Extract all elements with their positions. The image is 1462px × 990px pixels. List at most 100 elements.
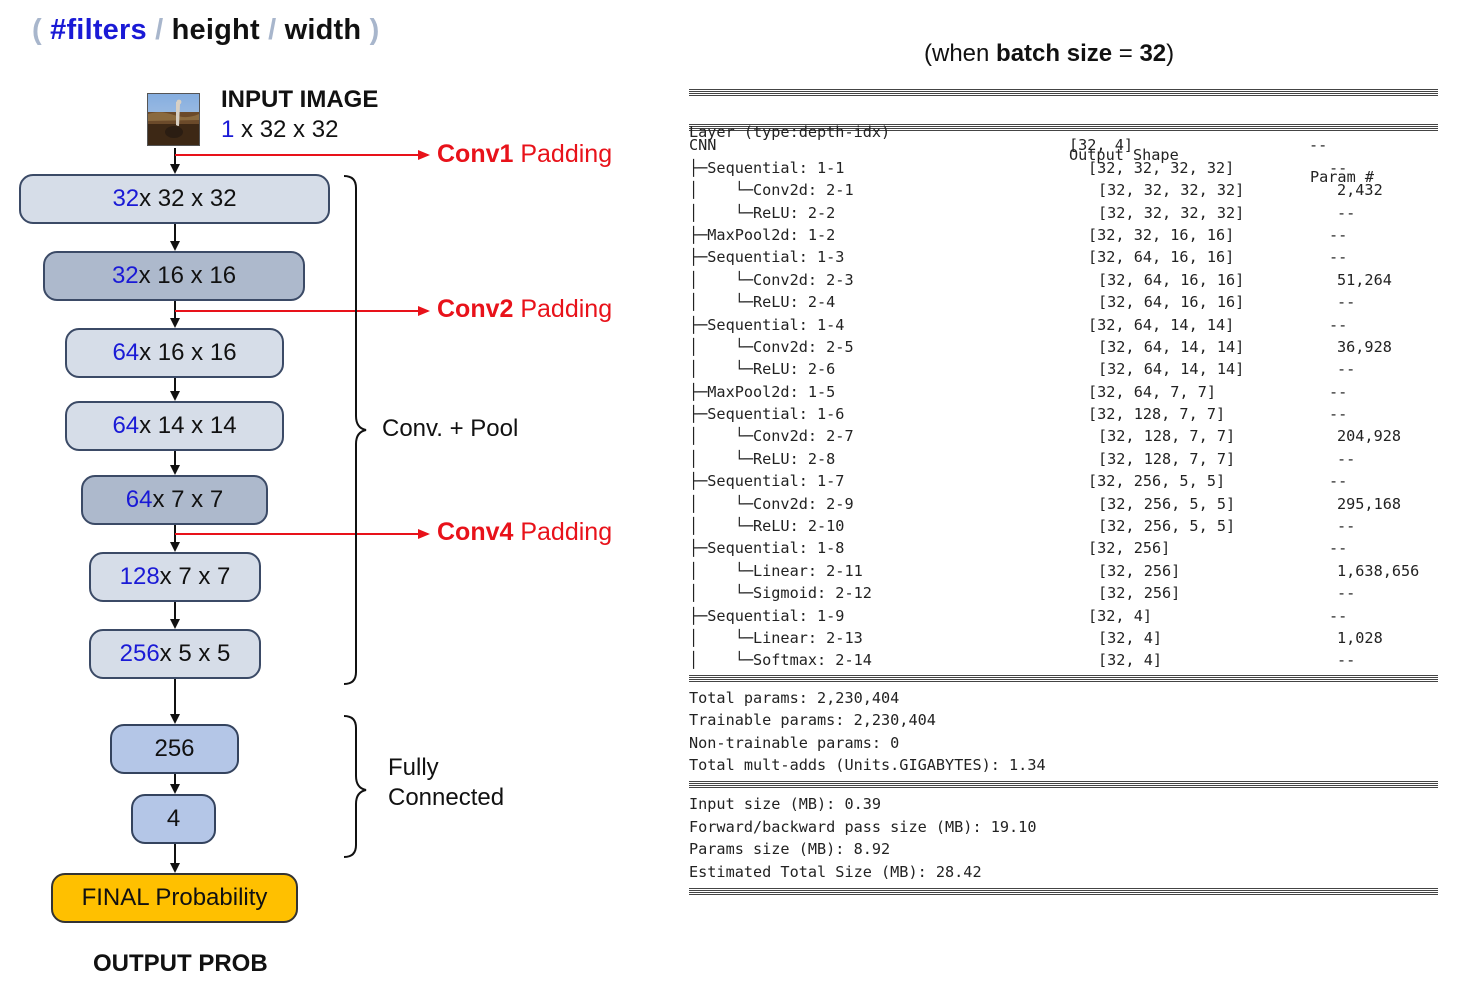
non-trainable-params: Non-trainable params: 0 xyxy=(689,733,900,752)
summary-row: ├─Sequential: 1-1[32, 32, 32, 32]-- xyxy=(689,157,1438,179)
summary-row: │ └─Conv2d: 2-5[32, 64, 14, 14]36,928 xyxy=(689,336,1438,358)
trainable-params: Trainable params: 2,230,404 xyxy=(689,711,936,730)
layer-box-conv1-output: 32 x 32 x 32 xyxy=(19,174,330,224)
summary-row: │ └─Conv2d: 2-3[32, 64, 16, 16]51,264 xyxy=(689,269,1438,291)
input-image-thumbnail xyxy=(147,93,200,146)
input-image-shape: 1 x 32 x 32 xyxy=(221,116,338,144)
summary-row: │ └─Conv2d: 2-9[32, 256, 5, 5]295,168 xyxy=(689,493,1438,515)
row-output-shape: [32, 32, 32, 32] xyxy=(1098,181,1245,200)
summary-totals: Total params: 2,230,404 Trainable params… xyxy=(689,685,1438,779)
row-output-shape: [32, 4] xyxy=(1069,136,1134,155)
batch-size-value: 32 xyxy=(1139,40,1167,67)
row-output-shape: [32, 64, 16, 16] xyxy=(1098,293,1245,312)
summary-row: ├─MaxPool2d: 1-5[32, 64, 7, 7]-- xyxy=(689,381,1438,403)
row-layer-name: ├─Sequential: 1-3 xyxy=(689,248,845,267)
row-param-count: 1,638,656 xyxy=(1337,561,1420,580)
row-output-shape: [32, 256, 5, 5] xyxy=(1098,494,1236,513)
dimension-legend: ( #filters / height / width ) xyxy=(32,14,379,47)
conv2-padding-label: Conv2 Padding xyxy=(437,295,612,324)
output-prob-label: OUTPUT PROB xyxy=(93,950,268,977)
summary-row: │ └─ReLU: 2-2[32, 32, 32, 32]-- xyxy=(689,202,1438,224)
row-layer-name: │ └─Linear: 2-13 xyxy=(689,628,863,647)
conv-tag: Padding xyxy=(513,295,613,323)
row-param-count: -- xyxy=(1337,360,1356,379)
row-param-count: -- xyxy=(1309,136,1328,155)
estimated-total-size: Estimated Total Size (MB): 28.42 xyxy=(689,862,982,881)
summary-sizes: Input size (MB): 0.39 Forward/backward p… xyxy=(689,791,1438,885)
summary-rule xyxy=(689,124,1438,132)
row-layer-name: ├─Sequential: 1-9 xyxy=(689,606,845,625)
row-output-shape: [32, 256] xyxy=(1098,584,1181,603)
row-param-count: -- xyxy=(1337,203,1356,222)
row-output-shape: [32, 32, 16, 16] xyxy=(1088,225,1235,244)
legend-slash: / xyxy=(155,14,164,46)
summary-rows: CNN[32, 4]--├─Sequential: 1-1[32, 32, 32… xyxy=(689,134,1438,671)
row-output-shape: [32, 128, 7, 7] xyxy=(1088,405,1226,424)
row-layer-name: │ └─ReLU: 2-10 xyxy=(689,517,845,536)
row-param-count: -- xyxy=(1337,293,1356,312)
conv-tag: Padding xyxy=(513,140,613,168)
summary-row: │ └─ReLU: 2-10 [32, 256, 5, 5] -- xyxy=(689,515,1438,537)
row-layer-name: ├─MaxPool2d: 1-2 xyxy=(689,225,836,244)
batch-size-label: batch size xyxy=(996,40,1113,67)
row-param-count: 36,928 xyxy=(1337,337,1392,356)
box-filters: 256 xyxy=(119,640,160,667)
params-size: Params size (MB): 8.92 xyxy=(689,840,891,859)
row-output-shape: [32, 4] xyxy=(1088,606,1153,625)
row-output-shape: [32, 256, 5, 5] xyxy=(1098,517,1236,536)
total-mult-adds: Total mult-adds (Units.GIGABYTES): 1.34 xyxy=(689,755,1046,774)
input-size: Input size (MB): 0.39 xyxy=(689,795,882,814)
batch-note-equals: = xyxy=(1112,40,1140,67)
row-output-shape: [32, 32, 32, 32] xyxy=(1088,158,1235,177)
row-layer-name: │ └─Conv2d: 2-5 xyxy=(689,337,854,356)
total-params: Total params: 2,230,404 xyxy=(689,688,900,707)
legend-width: width xyxy=(284,14,362,46)
box-filters: 64 xyxy=(112,339,140,366)
summary-row: CNN[32, 4]-- xyxy=(689,134,1438,156)
model-summary: Layer (type:depth-idx) Output Shape Para… xyxy=(689,86,1438,898)
legend-filters: #filters xyxy=(50,14,147,46)
box-dims: x 32 x 32 xyxy=(139,185,237,212)
summary-row: ├─Sequential: 1-3 [32, 64, 16, 16] -- xyxy=(689,246,1438,268)
row-output-shape: [32, 256] xyxy=(1088,539,1171,558)
final-probability-box: FINAL Probability xyxy=(51,873,298,923)
summary-row: ├─Sequential: 1-8[32, 256]-- xyxy=(689,537,1438,559)
row-layer-name: │ └─ReLU: 2-4 xyxy=(689,293,836,312)
batch-note-prefix: (when xyxy=(924,40,997,67)
row-output-shape: [32, 64, 14, 14] xyxy=(1098,360,1245,379)
row-layer-name: ├─Sequential: 1-1 xyxy=(689,158,845,177)
box-dims: x 7 x 7 xyxy=(159,563,231,590)
summary-header: Layer (type:depth-idx) Output Shape Para… xyxy=(689,99,1438,186)
row-layer-name: │ └─Conv2d: 2-7 xyxy=(689,427,854,446)
batch-size-note: (when batch size = 32) xyxy=(924,40,1174,68)
row-param-count: -- xyxy=(1329,248,1348,267)
row-param-count: 2,432 xyxy=(1337,181,1383,200)
box-filters: 32 xyxy=(111,262,139,289)
row-param-count: -- xyxy=(1329,225,1348,244)
summary-row: │ └─Conv2d: 2-1[32, 32, 32, 32]2,432 xyxy=(689,179,1438,201)
conv-pool-brace xyxy=(343,175,367,685)
row-param-count: -- xyxy=(1329,472,1348,491)
input-image-title: INPUT IMAGE xyxy=(221,86,379,113)
layer-box-conv5-output: 256 x 5 x 5 xyxy=(89,629,261,679)
row-param-count: -- xyxy=(1337,517,1356,536)
row-output-shape: [32, 64, 16, 16] xyxy=(1098,270,1245,289)
summary-row: │ └─Linear: 2-11[32, 256]1,638,656 xyxy=(689,560,1438,582)
row-output-shape: [32, 64, 16, 16] xyxy=(1088,248,1235,267)
summary-row: │ └─ReLU: 2-8[32, 128, 7, 7]-- xyxy=(689,448,1438,470)
conv-name: Conv2 xyxy=(437,295,514,323)
summary-row: ├─Sequential: 1-9[32, 4]-- xyxy=(689,605,1438,627)
layer-box-conv3-output: 64 x 14 x 14 xyxy=(65,401,284,451)
row-layer-name: │ └─Sigmoid: 2-12 xyxy=(689,584,872,603)
row-output-shape: [32, 4] xyxy=(1098,628,1163,647)
summary-row: │ └─Conv2d: 2-7[32, 128, 7, 7]204,928 xyxy=(689,425,1438,447)
row-layer-name: │ └─ReLU: 2-8 xyxy=(689,449,836,468)
box-dims: x 16 x 16 xyxy=(138,262,237,289)
header-param-count: Param # xyxy=(1310,168,1375,187)
box-dims: x 5 x 5 xyxy=(159,640,231,667)
conv1-padding-label: Conv1 Padding xyxy=(437,140,612,169)
row-param-count: -- xyxy=(1337,584,1356,603)
input-dims: x 32 x 32 xyxy=(234,116,339,143)
row-layer-name: │ └─Linear: 2-11 xyxy=(689,561,863,580)
row-param-count: 1,028 xyxy=(1337,628,1383,647)
